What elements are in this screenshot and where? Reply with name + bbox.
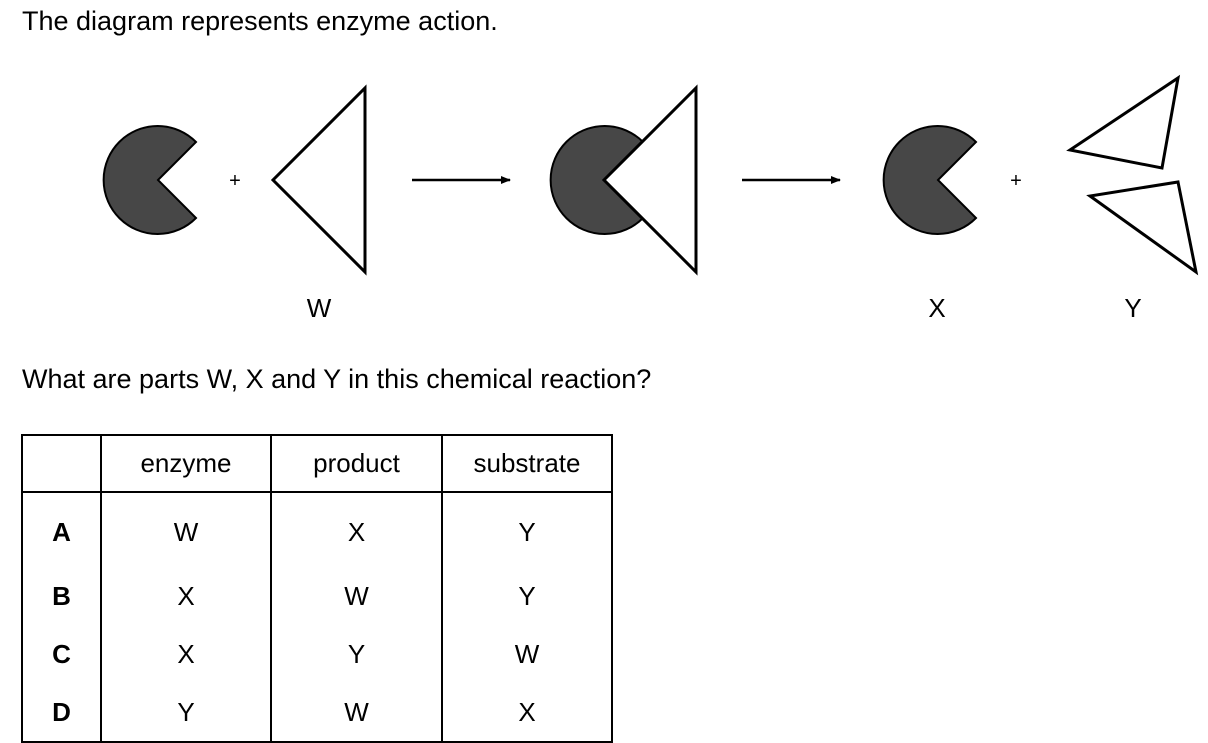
cell-enzyme: X [100,567,272,625]
option-key: A [21,492,102,567]
enzyme-action-diagram: + + W X Y [102,74,1199,323]
option-key: D [21,683,102,743]
cell-substrate: X [441,683,613,743]
header-enzyme: enzyme [100,434,272,493]
header-empty [21,434,102,493]
header-product: product [270,434,443,493]
label-y: Y [1124,293,1141,323]
substrate-triangle-w [270,84,367,276]
enzyme-shape-x [882,125,978,235]
cell-product: W [270,683,443,743]
cell-substrate: Y [441,492,613,567]
cell-enzyme: W [100,492,272,567]
answer-options-table: enzyme product substrate A W X Y B X W Y… [21,434,613,743]
product-triangle-upper [1066,74,1181,170]
option-key: B [21,567,102,625]
cell-enzyme: X [100,625,272,683]
enzyme-shape-1 [102,125,198,235]
intro-text: The diagram represents enzyme action. [22,6,498,36]
cell-product: W [270,567,443,625]
label-x: X [928,293,945,323]
cell-substrate: W [441,625,613,683]
cell-enzyme: Y [100,683,272,743]
option-key: C [21,625,102,683]
header-substrate: substrate [441,434,613,493]
table-row[interactable]: D Y W X [21,683,613,743]
plus-sign-2: + [1010,170,1022,192]
cell-substrate: Y [441,567,613,625]
question-text: What are parts W, X and Y in this chemic… [22,364,652,394]
label-w: W [307,293,332,323]
table-row[interactable]: B X W Y [21,567,613,625]
cell-product: X [270,492,443,567]
table-row[interactable]: A W X Y [21,492,613,567]
table-header-row: enzyme product substrate [21,434,613,493]
substrate-triangle-bound [601,84,698,276]
table-row[interactable]: C X Y W [21,625,613,683]
plus-sign-1: + [229,170,241,192]
product-triangle-lower [1086,180,1199,276]
cell-product: Y [270,625,443,683]
enzyme-shape-2 [549,125,645,235]
